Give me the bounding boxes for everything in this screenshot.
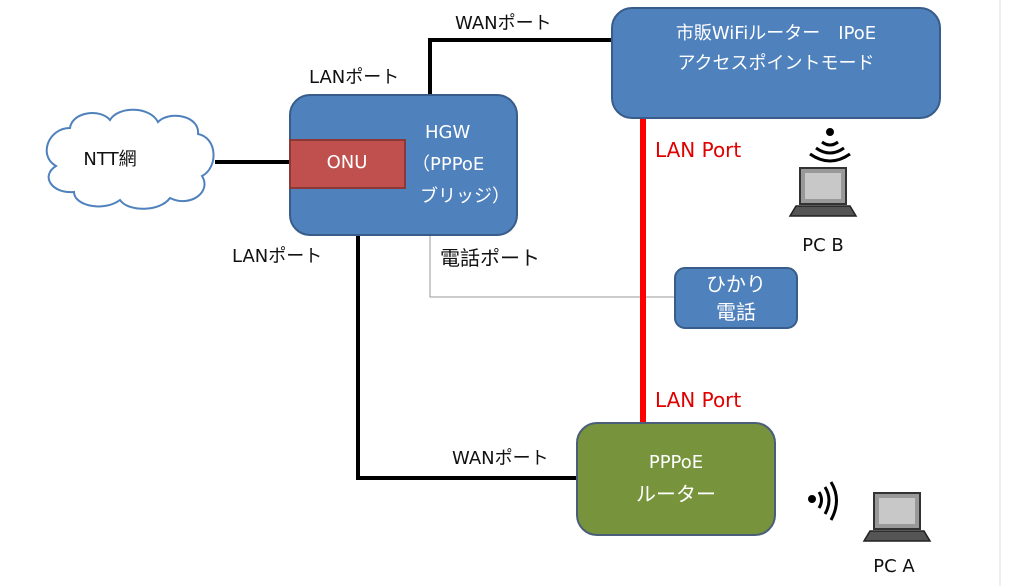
cloud-label: NTT網: [83, 149, 137, 170]
pppoe-router-label-1: PPPoE: [648, 452, 704, 473]
hikari-phone-box: [674, 267, 798, 329]
cloud-icon: [45, 108, 215, 210]
hgw-label-2: （PPPoE: [412, 154, 485, 175]
onu-label: ONU: [326, 152, 368, 173]
pppoe-router-box: [576, 422, 776, 536]
lan-port-red-label-2: LAN Port: [655, 388, 742, 412]
phone-port-label: 電話ポート: [440, 246, 540, 270]
wifi-signal-icon: [808, 481, 838, 521]
lan-port-left-label: LANポート: [232, 246, 323, 267]
pc-b-label: PC B: [802, 235, 844, 256]
hgw-wifi-router-link: [428, 38, 612, 95]
hgw-label-3: ブリッジ）: [420, 186, 510, 207]
hgw-pppoe-router-link: [356, 235, 578, 480]
laptop-icon: [862, 492, 932, 542]
hikari-phone-label-1: ひかり: [706, 272, 766, 296]
phone-link: [429, 235, 675, 298]
pc-a-label: PC A: [873, 556, 915, 577]
onu-box: [289, 139, 406, 189]
pppoe-router-label-2: ルーター: [636, 482, 716, 506]
wifi-router-label-2: アクセスポイントモード: [677, 53, 875, 74]
lan-port-top-label: LANポート: [309, 67, 400, 88]
wifi-router-box: [611, 7, 941, 119]
wan-port-top-label: WANポート: [455, 13, 552, 34]
hikari-phone-label-2: 電話: [716, 300, 756, 324]
hgw-label-1: HGW: [425, 122, 471, 143]
wan-port-bottom-label: WANポート: [452, 448, 549, 469]
wifi-router-label-1: 市販WiFiルーター IPoE: [675, 23, 877, 44]
lan-port-red-label-1: LAN Port: [655, 138, 742, 162]
laptop-icon: [788, 167, 858, 217]
wifi-signal-icon: [809, 128, 851, 163]
